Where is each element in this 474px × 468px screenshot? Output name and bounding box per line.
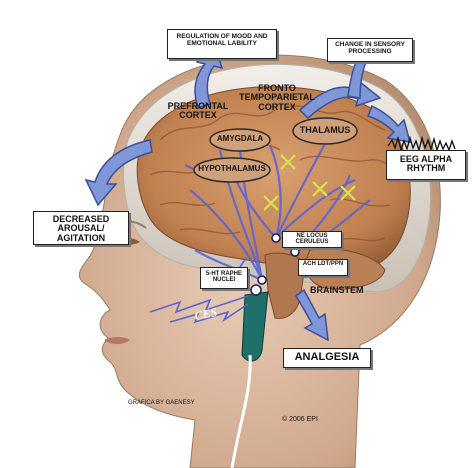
fronto-label: FRONTO TEMPOPARIETAL CORTEX	[239, 83, 315, 112]
effect-arrows	[84, 40, 412, 342]
ach-label-box: ACh LDT/PPN	[298, 259, 348, 276]
neural-pathways	[184, 134, 371, 282]
prefrontal-label: PREFRONTAL CORTEX	[167, 101, 229, 121]
regulation-label: REGULATION OF MOOD AND EMOTIONAL LABILIT…	[176, 33, 268, 47]
electrode-node	[250, 284, 262, 296]
serotonin-label: 5-HT RAPHE NUCLEI	[205, 271, 242, 284]
serotonin-label-box: 5-HT RAPHE NUCLEI	[200, 267, 248, 289]
lips	[104, 337, 130, 345]
synapse-markers	[263, 154, 356, 211]
electrode-wire	[230, 354, 252, 468]
change-sensory-label-box: CHANGE IN SENSORY PROCESSING	[327, 38, 413, 62]
thalamus-label: THALAMUS	[299, 125, 351, 135]
thalamus-oval	[292, 117, 358, 145]
ne-label-box: NE LOCUS CERULEUS	[282, 231, 342, 248]
brainstem-label: BRAINSTEM	[310, 285, 364, 295]
analgesia-label: ANALGESIA	[294, 351, 360, 363]
copyright-credit: © 2006 EPI	[282, 416, 318, 423]
eeg-wave	[387, 135, 456, 153]
analgesia-label-box: ANALGESIA	[283, 348, 371, 368]
amygdala-oval	[209, 128, 271, 152]
decreased-label-box: DECREASED AROUSAL/ AGITATION	[33, 211, 129, 245]
eeg-label: EEG ALPHA RHYTHM	[399, 154, 453, 174]
ach-label: ACh LDT/PPN	[302, 261, 344, 267]
ne-label: NE LOCUS CERULEUS	[295, 233, 329, 246]
change-sensory-label: CHANGE IN SENSORY PROCESSING	[335, 41, 405, 55]
decreased-label: DECREASED AROUSAL/ AGITATION	[52, 214, 110, 243]
ldt-ppn-node	[290, 247, 300, 257]
eeg-label-box: EEG ALPHA RHYTHM	[386, 150, 466, 180]
amygdala-label: AMYGDALA	[216, 134, 264, 143]
regulation-label-box: REGULATION OF MOOD AND EMOTIONAL LABILIT…	[167, 29, 277, 59]
electrode-device	[241, 291, 269, 362]
hypothalamus-oval	[193, 157, 271, 183]
grafica-credit: GRAFICA BY GAENESY	[128, 400, 195, 406]
arrow-to-analgesia	[295, 288, 329, 342]
hypothalamus-label: HYPOTHALAMUS	[198, 164, 266, 173]
raphe-node	[257, 275, 267, 285]
locus-ceruleus-node	[271, 233, 281, 243]
arrow-to-decreased	[84, 139, 153, 207]
